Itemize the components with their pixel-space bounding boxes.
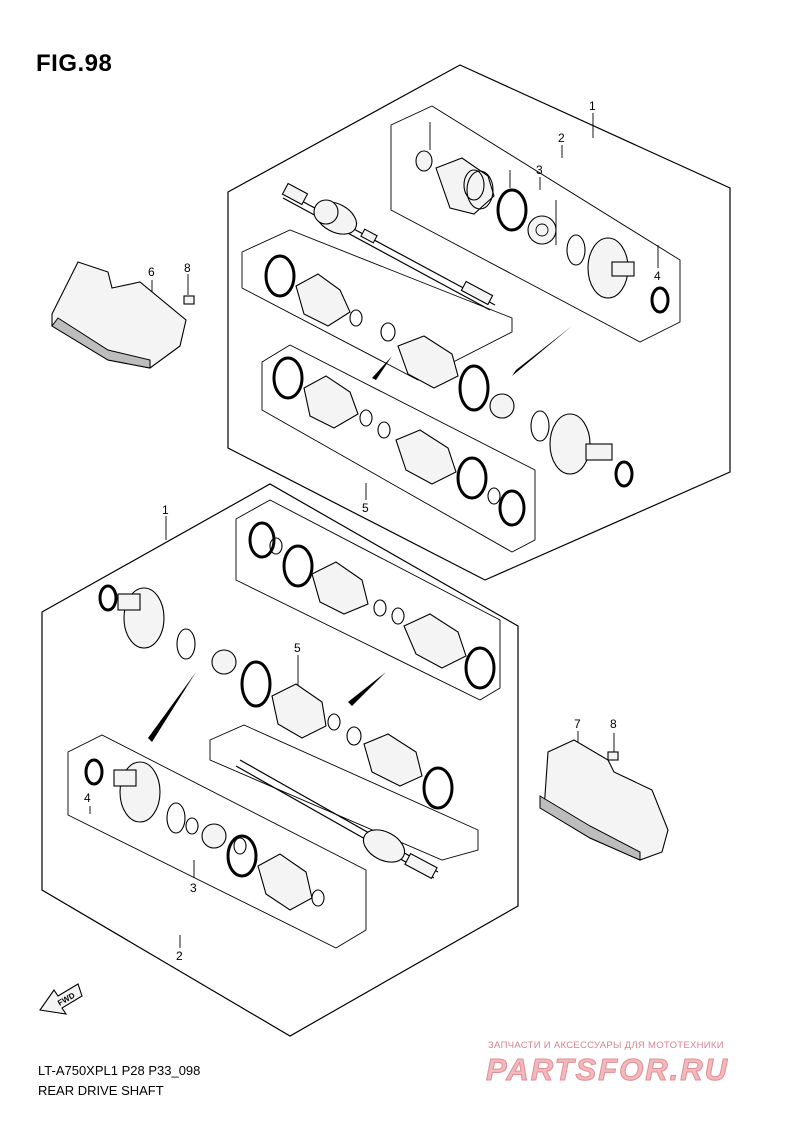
callout-2-bottom: 2 <box>176 949 183 963</box>
watermark-tagline: ЗАПЧАСТИ И АКСЕССУАРЫ ДЛЯ МОТОТЕХНИКИ <box>488 1040 724 1051</box>
top-boot-group-lower <box>272 356 526 527</box>
callout-1-top: 1 <box>589 99 596 113</box>
watermark-brand: PARTSFOR.RU <box>485 1052 730 1088</box>
top-cv-joint-group <box>415 150 670 314</box>
callout-5-top: 5 <box>362 501 369 515</box>
callout-1-bottom: 1 <box>162 503 169 517</box>
callout-6: 6 <box>148 265 155 279</box>
figure-title: FIG.98 <box>36 50 113 77</box>
callout-3-top: 3 <box>536 163 543 177</box>
bottom-assembly-outline <box>41 483 615 1037</box>
callout-3-bottom: 3 <box>190 881 197 895</box>
bottom-drive-shaft <box>235 733 454 880</box>
callout-4-top: 4 <box>654 269 661 283</box>
top-drive-shaft <box>281 182 496 311</box>
callout-7: 7 <box>574 717 581 731</box>
bottom-cv-joint-group <box>84 758 325 911</box>
bottom-joint-group-mid <box>98 584 386 746</box>
callout-8-bottom: 8 <box>610 717 617 731</box>
callout-8-top: 8 <box>184 261 191 275</box>
top-assembly-outline <box>151 64 731 581</box>
bottom-boot-group-upper <box>248 521 496 690</box>
diagram-name: REAR DRIVE SHAFT <box>38 1083 164 1098</box>
fwd-direction-arrow <box>39 983 83 1015</box>
bottom-bracket <box>539 739 669 861</box>
callout-5-bottom: 5 <box>294 641 301 655</box>
callout-2-top: 2 <box>558 131 565 145</box>
callout-4-bottom: 4 <box>84 791 91 805</box>
top-boot-group-upper <box>264 254 634 488</box>
diagram-code: LT-A750XPL1 P28 P33_098 <box>38 1063 201 1078</box>
top-bracket <box>51 261 195 369</box>
